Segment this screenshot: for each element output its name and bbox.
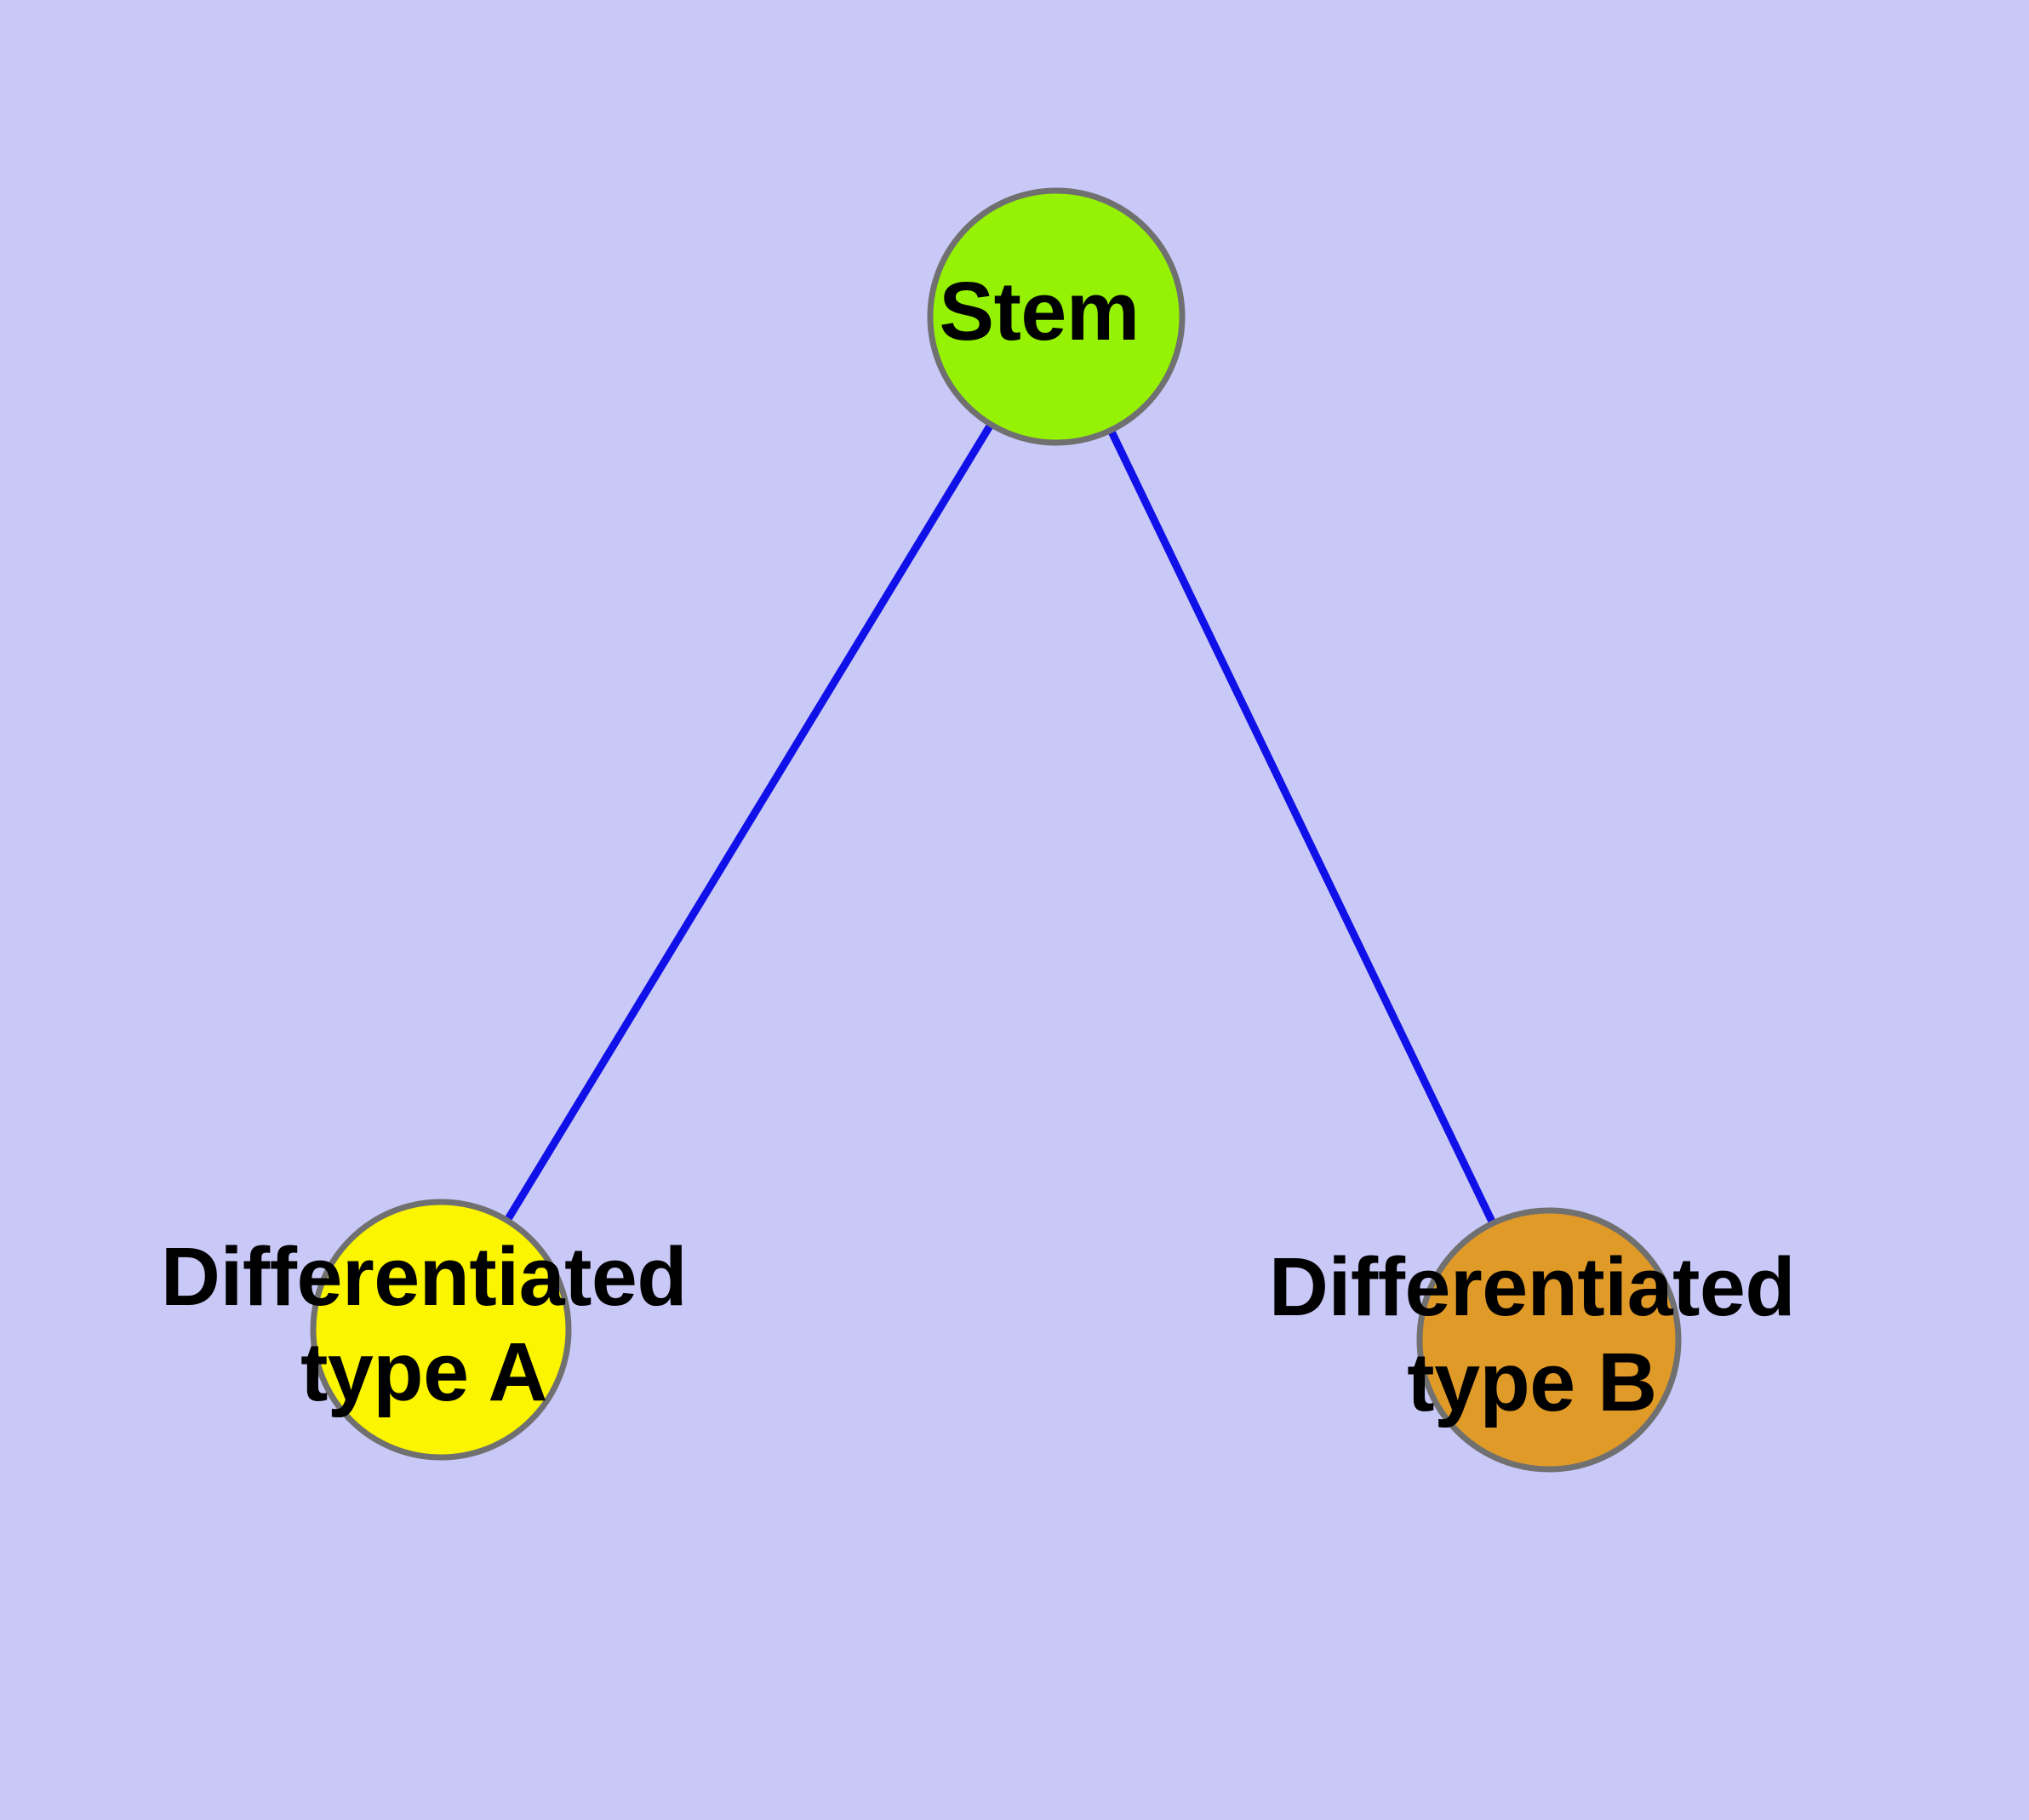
nodes-layer — [310, 187, 1682, 1473]
node-diff-a[interactable] — [310, 1199, 572, 1461]
node-diff-b[interactable] — [1416, 1207, 1682, 1473]
edges-layer — [505, 423, 1496, 1224]
edge-stem-diff-a[interactable] — [505, 423, 993, 1222]
node-stem[interactable] — [927, 187, 1186, 446]
edge-stem-diff-b[interactable] — [1108, 430, 1496, 1224]
